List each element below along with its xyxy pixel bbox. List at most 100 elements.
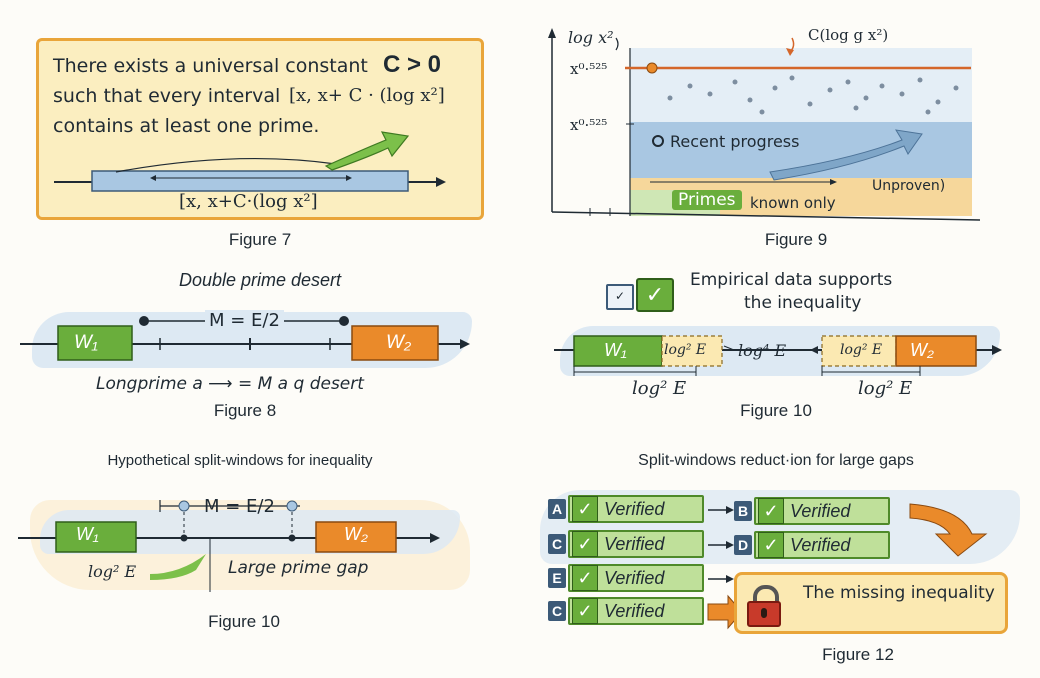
- fig10b-right-log-box: [821, 335, 897, 367]
- fig9-start-point: [646, 62, 658, 74]
- fig10a-w1-label: W₁: [76, 524, 99, 544]
- fig10b-title-1: Empirical data supports: [690, 270, 893, 290]
- fig8-w1-label: W₁: [74, 332, 98, 353]
- fig9-progress-label: Recent progress: [652, 132, 799, 151]
- check-icon: ✓: [572, 531, 598, 557]
- fig10b-w2-box: [895, 335, 977, 367]
- fig7-interval-bar: [91, 170, 409, 192]
- fig10b-below-right: log² E: [858, 378, 913, 399]
- fig10a-title: Hypothetical split-windows for inequalit…: [107, 452, 373, 469]
- fig12-caption: Figure 12: [822, 645, 894, 664]
- fig10a-log-label: log² E: [88, 562, 137, 581]
- fig7-line3: contains at least one prime.: [53, 115, 320, 137]
- fig10a-w2-label: W₂: [344, 524, 368, 544]
- check-icon: ✓: [572, 565, 598, 591]
- fig12-item-box: ✓ Verified: [754, 531, 890, 559]
- check-icon: ✓: [572, 496, 598, 522]
- fig7-bar-label: [x, x+C·(log x²]: [179, 191, 318, 212]
- fig10b-caption: Figure 10: [740, 401, 812, 420]
- fig8-caption: Figure 8: [213, 401, 277, 420]
- fig9-curve-label: C(log g x²): [808, 26, 889, 44]
- fig12-item-box: ✓Verified: [568, 495, 704, 523]
- fig9-progress-dot: [652, 135, 664, 147]
- fig10a-m-label: M = E/2: [204, 496, 275, 517]
- fig9-unproven-label: Unproven): [872, 178, 946, 194]
- fig10b-log-left: log² E: [664, 342, 707, 358]
- fig12-item-label: Verified: [604, 533, 665, 554]
- fig10b-title-2: the inequality: [744, 293, 862, 313]
- fig9-progress-arrow: [769, 129, 923, 181]
- fig9-progress-text: Recent progress: [670, 132, 800, 151]
- fig9-scatter: [667, 75, 959, 115]
- fig10b-diagram: [554, 335, 1002, 376]
- fig7-line2: such that every interval: [53, 85, 281, 107]
- fig12-item: A✓Verified: [548, 494, 704, 524]
- fig10b-left-log-box: [661, 335, 723, 367]
- lock-icon: [747, 585, 781, 627]
- fig9-caption: Figure 9: [764, 230, 828, 249]
- fig8-subtitle: Longprime a ⟶ = M a q desert: [96, 374, 364, 394]
- fig12-item: C✓Verified: [548, 596, 704, 626]
- fig10b-w1-box: [573, 335, 663, 367]
- fig8-title: Double prime desert: [178, 270, 342, 290]
- fig7-interval: [x, x+ C · (log x²]: [289, 85, 445, 106]
- fig12-item-box: ✓Verified: [568, 597, 704, 625]
- fig12-item-box: ✓ Verified: [754, 497, 890, 525]
- fig7-constant: C > 0: [383, 51, 442, 78]
- fig12-item-letter: D: [734, 535, 752, 555]
- fig12-item-letter: E: [548, 568, 566, 588]
- fig9-known-label: known only: [750, 194, 836, 212]
- fig12-item-letter: A: [548, 499, 566, 519]
- fig8-m-label: M = E/2: [205, 310, 284, 331]
- lock-body: [747, 601, 781, 627]
- fig12-item: B ✓ Verified: [734, 496, 890, 526]
- fig10a-caption: Figure 10: [208, 612, 280, 631]
- fig10b-w1-label: W₁: [604, 340, 627, 360]
- check-icon: ✓: [758, 498, 784, 524]
- fig12-missing-box: The missing inequality: [734, 572, 1008, 634]
- fig10b-check-icon: ✓: [636, 278, 674, 312]
- fig10b-below-left: log² E: [632, 378, 687, 399]
- check-icon: ✓: [758, 532, 784, 558]
- fig9-chart: [548, 28, 981, 221]
- fig7-caption: Figure 7: [228, 230, 292, 249]
- fig12-item-letter: C: [548, 534, 566, 554]
- fig10a-gap-label: Large prime gap: [228, 558, 369, 578]
- fig12-item-label: Verified: [790, 500, 851, 521]
- fig10a-green-swoosh: [150, 554, 206, 580]
- fig12-arrows: [707, 503, 988, 630]
- lock-keyhole: [761, 608, 767, 618]
- fig10a-w1-box: [55, 521, 137, 553]
- fig10a-w2-box: [315, 521, 397, 553]
- fig12-orange-curve-arrow: [909, 503, 988, 557]
- fig8-w2-box: [351, 325, 439, 361]
- fig7-panel: There exists a universal constant C > 0 …: [36, 38, 484, 220]
- fig12-missing-label: The missing inequality: [803, 583, 995, 603]
- fig12-item: C ✓ Verified: [548, 529, 704, 559]
- fig10b-log-mid: log⁴ E: [738, 341, 787, 360]
- fig9-tick-top: x⁰·⁵²⁵: [570, 60, 608, 78]
- fig12-item-letter: B: [734, 501, 752, 521]
- fig9-tick-mid: x⁰·⁵²⁵: [570, 116, 608, 134]
- fig12-item-label: Verified: [604, 567, 665, 588]
- fig10b-calendar-icon: ✓: [606, 284, 634, 310]
- lock-shackle: [753, 585, 779, 607]
- fig12-item-label: Verified: [604, 600, 665, 621]
- fig9-primes-label: Primes: [672, 190, 742, 210]
- fig8-w2-label: W₂: [386, 332, 412, 353]
- fig10a-diagram: [18, 500, 440, 592]
- fig12-item-box: ✓ Verified: [568, 530, 704, 558]
- fig8-w1-box: [57, 325, 133, 361]
- fig7-green-arrow: [324, 131, 410, 171]
- fig12-item-box: ✓ Verified: [568, 564, 704, 592]
- fig8-diagram: [20, 316, 470, 361]
- fig10b-log-right: log² E: [840, 342, 883, 358]
- fig9-ylabel: log x²: [568, 28, 614, 47]
- fig12-title: Split-windows reduct·ion for large gaps: [638, 452, 914, 469]
- fig12-item: D ✓ Verified: [734, 530, 890, 560]
- fig7-number-line: [54, 131, 446, 192]
- fig12-item-letter: C: [548, 601, 566, 621]
- fig9-top-band: [630, 48, 972, 122]
- fig12-item-label: Verified: [790, 534, 851, 555]
